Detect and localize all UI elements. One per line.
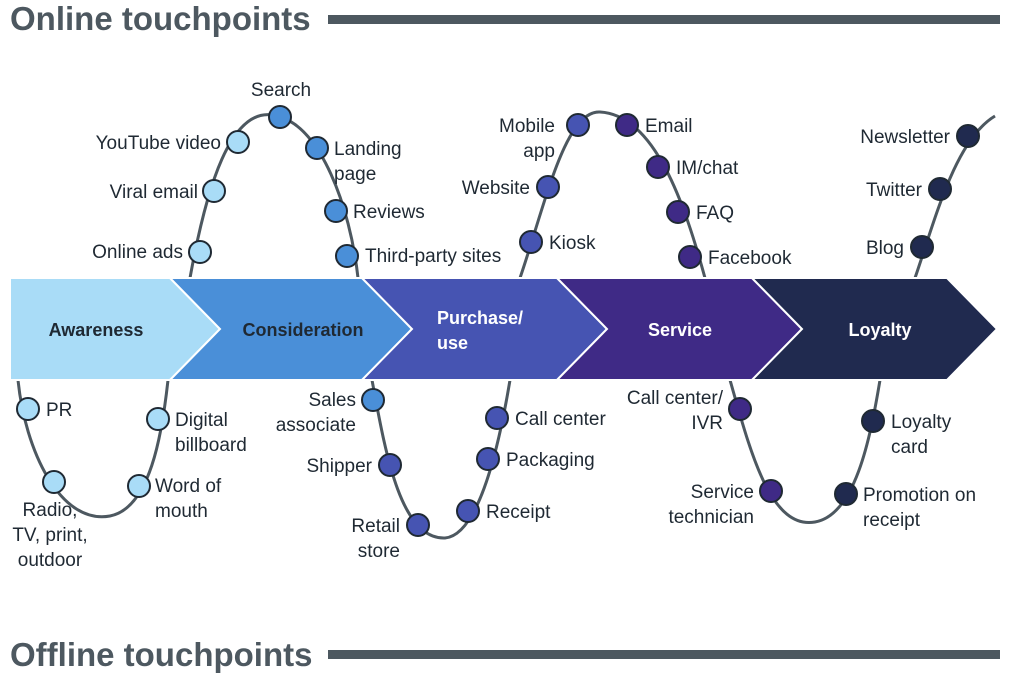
offline-call-center-dot xyxy=(485,406,509,430)
offline-call-center-label: Call center xyxy=(515,409,606,430)
stage-purchase-use-label: Purchase/use xyxy=(437,308,523,353)
offline-receipt-label: Receipt xyxy=(486,502,551,523)
online-newsletter-label: Newsletter xyxy=(860,127,950,148)
offline-shipper-label: Shipper xyxy=(307,456,373,477)
online-website-dot xyxy=(536,175,560,199)
online-reviews-label: Reviews xyxy=(353,202,425,223)
online-heading-rule xyxy=(328,15,1000,24)
online-online-ads-label: Online ads xyxy=(92,242,183,263)
online-kiosk-label: Kiosk xyxy=(549,233,596,254)
offline-call-center-ivr-dot xyxy=(728,397,752,421)
stage-service-label: Service xyxy=(648,320,712,340)
offline-radio-tv-print-dot xyxy=(42,470,66,494)
offline-pr-label: PR xyxy=(46,400,72,421)
online-im-chat-label: IM/chat xyxy=(676,158,739,179)
offline-curve-1 xyxy=(16,379,170,519)
offline-word-of-mouth-dot xyxy=(127,474,151,498)
online-im-chat-dot xyxy=(646,155,670,179)
offline-curve-3 xyxy=(728,379,882,524)
online-third-party-sites-label: Third-party sites xyxy=(365,246,501,267)
online-facebook-dot xyxy=(678,245,702,269)
online-blog-dot xyxy=(910,235,934,259)
online-youtube-video-label: YouTube video xyxy=(96,133,221,154)
offline-radio-tv-print-label: Radio,TV, print,outdoor xyxy=(12,500,87,571)
offline-promotion-receipt-dot xyxy=(834,482,858,506)
online-youtube-video-dot xyxy=(226,130,250,154)
offline-loyalty-card-dot xyxy=(861,409,885,433)
offline-retail-store-dot xyxy=(406,513,430,537)
online-third-party-sites-dot xyxy=(335,244,359,268)
stage-chevrons: Awareness Consideration Purchase/use Servic… xyxy=(9,277,999,381)
online-search-label: Search xyxy=(251,80,311,101)
online-landing-page-dot xyxy=(305,136,329,160)
online-email-label: Email xyxy=(645,116,693,137)
online-newsletter-dot xyxy=(956,124,980,148)
online-touchpoints-heading: Online touchpoints xyxy=(10,0,311,37)
online-online-ads-dot xyxy=(188,240,212,264)
online-reviews-dot xyxy=(324,199,348,223)
online-website-label: Website xyxy=(462,178,530,199)
online-viral-email-dot xyxy=(202,179,226,203)
online-mobile-app-dot xyxy=(566,113,590,137)
offline-pr-dot xyxy=(16,397,40,421)
stage-loyalty-chevron xyxy=(749,277,999,381)
online-twitter-label: Twitter xyxy=(866,180,923,201)
touchpoint-dots xyxy=(16,105,980,537)
online-kiosk-dot xyxy=(519,230,543,254)
offline-sales-associate-dot xyxy=(361,388,385,412)
offline-digital-billboard-dot xyxy=(146,407,170,431)
online-faq-label: FAQ xyxy=(696,203,734,224)
offline-receipt-dot xyxy=(456,499,480,523)
touchpoint-labels: Online ads Viral email YouTube video Search… xyxy=(12,80,976,571)
offline-curve-2 xyxy=(370,379,512,540)
online-blog-label: Blog xyxy=(866,238,904,259)
offline-heading-rule xyxy=(328,650,1000,659)
offline-touchpoints-heading: Offline touchpoints xyxy=(10,636,313,673)
offline-call-center-ivr-label: Call center/IVR xyxy=(627,388,724,434)
online-viral-email-label: Viral email xyxy=(110,182,198,203)
offline-shipper-dot xyxy=(378,453,402,477)
offline-packaging-dot xyxy=(476,447,500,471)
online-faq-dot xyxy=(666,200,690,224)
online-twitter-dot xyxy=(928,177,952,201)
stage-loyalty-label: Loyalty xyxy=(848,320,911,340)
stage-consideration-label: Consideration xyxy=(242,320,363,340)
offline-service-technician-dot xyxy=(759,479,783,503)
stage-awareness-label: Awareness xyxy=(49,320,144,340)
online-facebook-label: Facebook xyxy=(708,248,792,269)
online-search-dot xyxy=(268,105,292,129)
offline-packaging-label: Packaging xyxy=(506,450,595,471)
online-email-dot xyxy=(615,113,639,137)
